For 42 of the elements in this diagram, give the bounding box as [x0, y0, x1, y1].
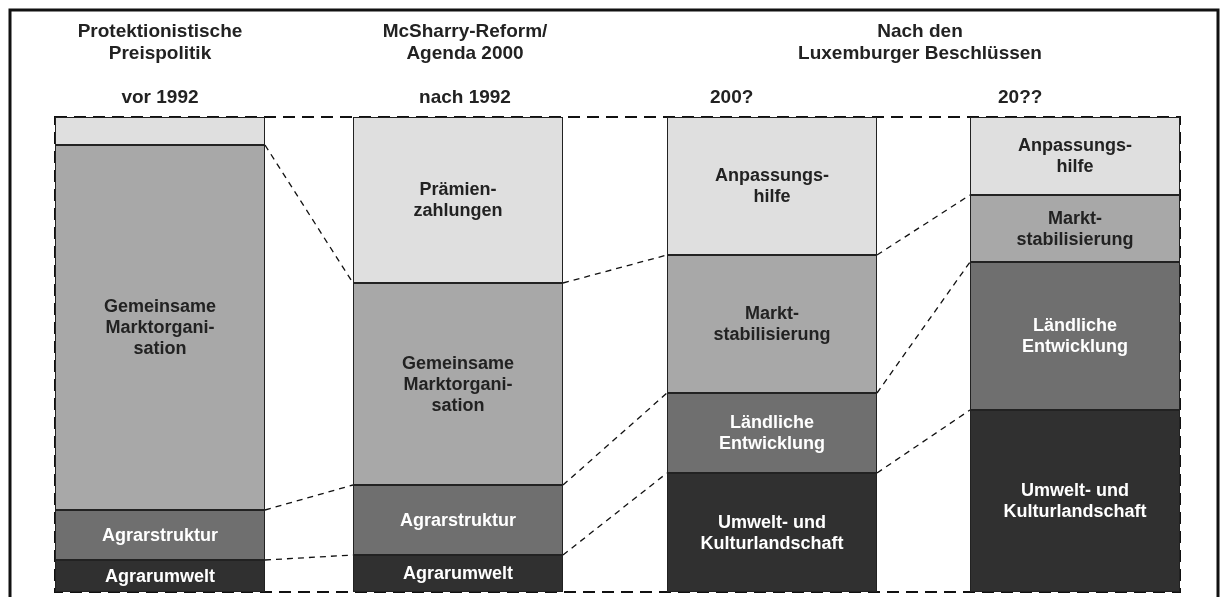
period-label: nach 1992: [418, 86, 512, 108]
segment-label: Anpassungs- hilfe: [1017, 135, 1133, 177]
connector-line: [264, 484, 354, 511]
connector-line: [562, 392, 668, 486]
segment-label: Markt- stabilisierung: [1015, 207, 1135, 250]
segment-label: Anpassungs- hilfe: [714, 165, 830, 207]
dark-bar-segment: [353, 485, 563, 555]
segment-label: Agrarstruktur: [101, 524, 219, 546]
segment-label: Markt- stabilisierung: [712, 303, 832, 345]
period-label: 200?: [710, 86, 755, 108]
light-bar-segment: [970, 117, 1180, 195]
segment-label: Gemeinsame Marktorgani- sation: [102, 296, 218, 359]
connector-line: [876, 409, 971, 474]
bar-segment: [970, 195, 1180, 262]
darkest-bar-segment: [353, 555, 563, 592]
segment-label: Prämien- zahlungen: [412, 179, 504, 221]
dark-bar-segment: [667, 393, 877, 473]
segment-label: Gemeinsame Marktorgani- sation: [400, 352, 516, 416]
period-label: 20??: [998, 86, 1044, 108]
segment-label: Agrarumwelt: [104, 565, 216, 587]
segment-label: Agrarumwelt: [402, 563, 514, 584]
segment-label: Ländliche Entwicklung: [718, 412, 826, 454]
column-heading: McSharry-Reform/ Agenda 2000: [381, 20, 549, 64]
bar-segment: [667, 255, 877, 393]
dark-bar-segment: [970, 262, 1180, 410]
period-label: vor 1992: [120, 86, 200, 108]
bar-segment: [353, 283, 563, 485]
light-bar-segment: [667, 117, 877, 255]
dark-bar-segment: [55, 510, 265, 560]
group-heading: Nach den Luxemburger Beschlüssen: [797, 20, 1043, 64]
segment-label: Umwelt- und Kulturlandschaft: [699, 511, 845, 554]
darkest-bar-segment: [667, 473, 877, 592]
segment-label: Ländliche Entwicklung: [1021, 315, 1129, 357]
darkest-bar-segment: [970, 410, 1180, 592]
segment-label: Umwelt- und Kulturlandschaft: [1002, 480, 1148, 522]
segment-label: Agrarstruktur: [399, 509, 517, 531]
column-heading: Protektionistische Preispolitik: [76, 20, 244, 64]
bar-segment: [55, 145, 265, 510]
light-bar-segment: [55, 117, 265, 145]
connector-line: [876, 261, 971, 394]
darkest-bar-segment: [55, 560, 265, 592]
light-bar-segment: [353, 117, 563, 283]
